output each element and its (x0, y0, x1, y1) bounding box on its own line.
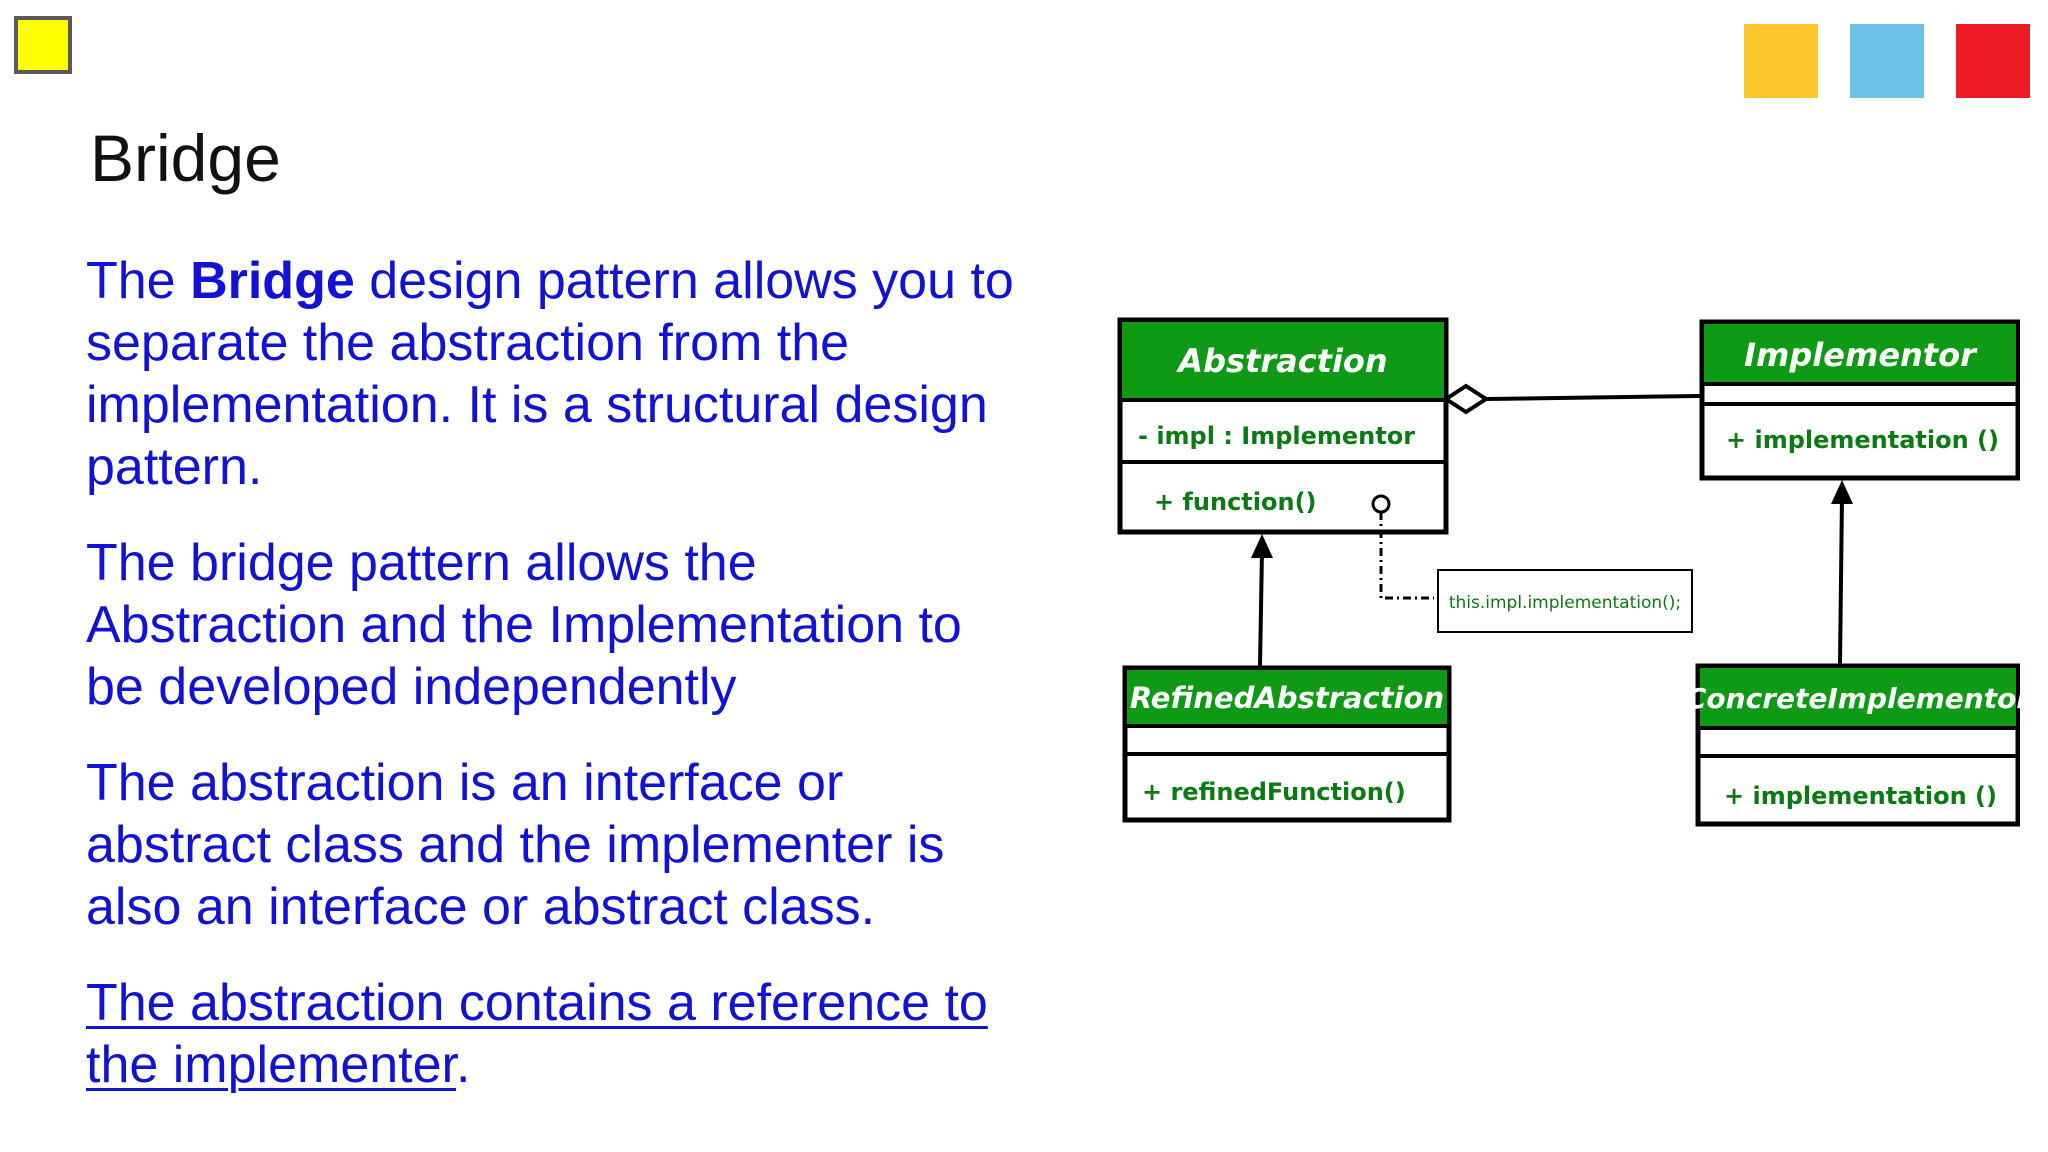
paragraph-reference: The abstraction contains a reference to … (86, 972, 1016, 1096)
intro-bold-bridge: Bridge (190, 252, 355, 310)
intro-text-start: The (86, 252, 191, 310)
concrete-method: + implementation () (1724, 782, 1997, 810)
slide-body: The Bridge design pattern allows you to … (86, 250, 1016, 1130)
corner-square (14, 16, 72, 74)
refined-inheritance-arrow (1251, 534, 1273, 667)
reference-link[interactable]: The abstraction contains a reference to … (86, 974, 988, 1094)
abstraction-attribute: - impl : Implementor (1138, 422, 1415, 450)
swatch-blue (1850, 24, 1924, 98)
uml-diagram: Abstraction - impl : Implementor + funct… (1117, 317, 2020, 827)
abstraction-header (1122, 322, 1444, 398)
concrete-header (1700, 668, 2016, 726)
implementor-method: + implementation () (1726, 426, 1999, 454)
note-text: this.impl.implementation(); (1449, 593, 1681, 613)
implementor-class: Implementor + implementation () (1699, 319, 2020, 481)
concrete-name: ConcreteImplementor (1686, 682, 2020, 715)
implementor-name: Implementor (1744, 336, 1978, 374)
abstraction-name: Abstraction (1175, 342, 1387, 380)
refined-abstraction-class: RefinedAbstraction + refinedFunction() (1122, 665, 1452, 823)
refined-name: RefinedAbstraction (1130, 681, 1444, 715)
paragraph-independent: The bridge pattern allows the Abstractio… (86, 534, 962, 716)
abstraction-method: + function() (1154, 488, 1317, 516)
intro-text-end: design pattern allows you to separate th… (86, 252, 1014, 496)
concrete-implementor-class: ConcreteImplementor + implementation () (1686, 663, 2020, 827)
swatch-yellow (1744, 24, 1818, 98)
note-connector (1379, 512, 1434, 600)
paragraph-intro: The Bridge design pattern allows you to … (86, 250, 1016, 498)
implementation-note: this.impl.implementation(); (1437, 569, 1693, 633)
concrete-inheritance-arrow (1831, 480, 1853, 665)
abstraction-class: Abstraction - impl : Implementor + funct… (1117, 317, 1449, 535)
paragraph-interfaces: The abstraction is an interface or abstr… (86, 754, 945, 936)
refined-method: + refinedFunction() (1142, 778, 1406, 806)
slide-title: Bridge (90, 121, 281, 195)
implementor-header (1704, 324, 2016, 382)
swatch-red (1956, 24, 2030, 98)
refined-header (1127, 670, 1447, 724)
reference-period: . (455, 1036, 471, 1094)
aggregation-link (1442, 383, 1701, 415)
